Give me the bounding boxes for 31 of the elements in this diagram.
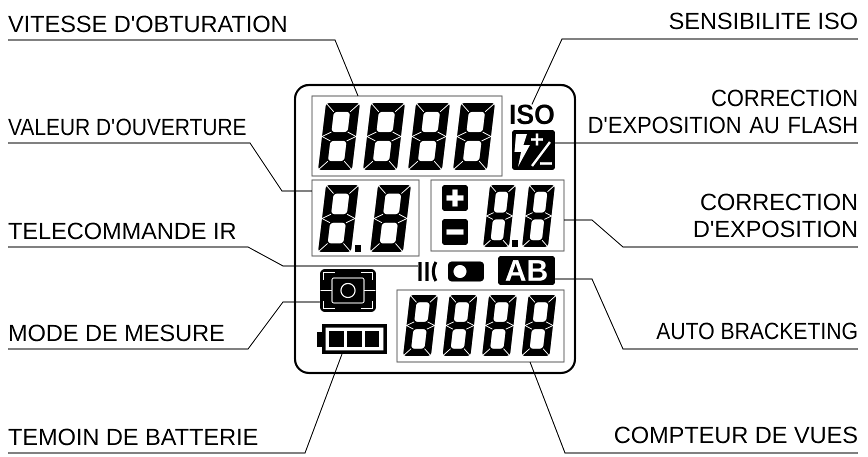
callout-label: VITESSE D'OBTURATION bbox=[8, 16, 286, 32]
callout-label: TEMOIN DE BATTERIE bbox=[8, 428, 258, 446]
flash-compensation-icon bbox=[512, 130, 555, 170]
metering-icon bbox=[320, 269, 376, 312]
leader-line bbox=[554, 278, 858, 350]
callout-label: VALEUR D'OUVERTURE bbox=[8, 118, 246, 136]
leader-line bbox=[8, 40, 358, 96]
leader-line bbox=[8, 354, 342, 454]
remote-control-icon bbox=[418, 260, 484, 283]
digit-window bbox=[430, 180, 564, 252]
leader-line bbox=[8, 302, 320, 350]
callout-label: SENSIBILITE ISO bbox=[670, 12, 857, 30]
callout-label: CORRECTION D'EXPOSITION AU FLASH bbox=[589, 90, 856, 134]
digit-window bbox=[312, 96, 502, 176]
callout-label: CORRECTION D'EXPOSITION bbox=[694, 194, 856, 238]
battery-icon bbox=[317, 324, 387, 354]
leader-line bbox=[554, 142, 858, 144]
leader-line bbox=[564, 220, 858, 248]
digit-window bbox=[396, 290, 564, 362]
callout-label: MODE DE MESURE bbox=[10, 324, 224, 342]
leader-line bbox=[530, 362, 858, 454]
leader-line bbox=[8, 142, 312, 192]
leader-line bbox=[8, 246, 418, 266]
leader-line bbox=[531, 38, 858, 105]
iso-indicator: ISO bbox=[510, 104, 554, 124]
callout-label: AUTO BRACKETING bbox=[656, 322, 856, 340]
lcd-panel bbox=[294, 84, 576, 374]
callout-label: COMPTEUR DE VUES bbox=[615, 426, 857, 444]
callout-label: TELECOMMANDE IR bbox=[8, 222, 236, 240]
bracketing-indicator: AB bbox=[498, 256, 555, 285]
digit-window bbox=[312, 180, 420, 256]
